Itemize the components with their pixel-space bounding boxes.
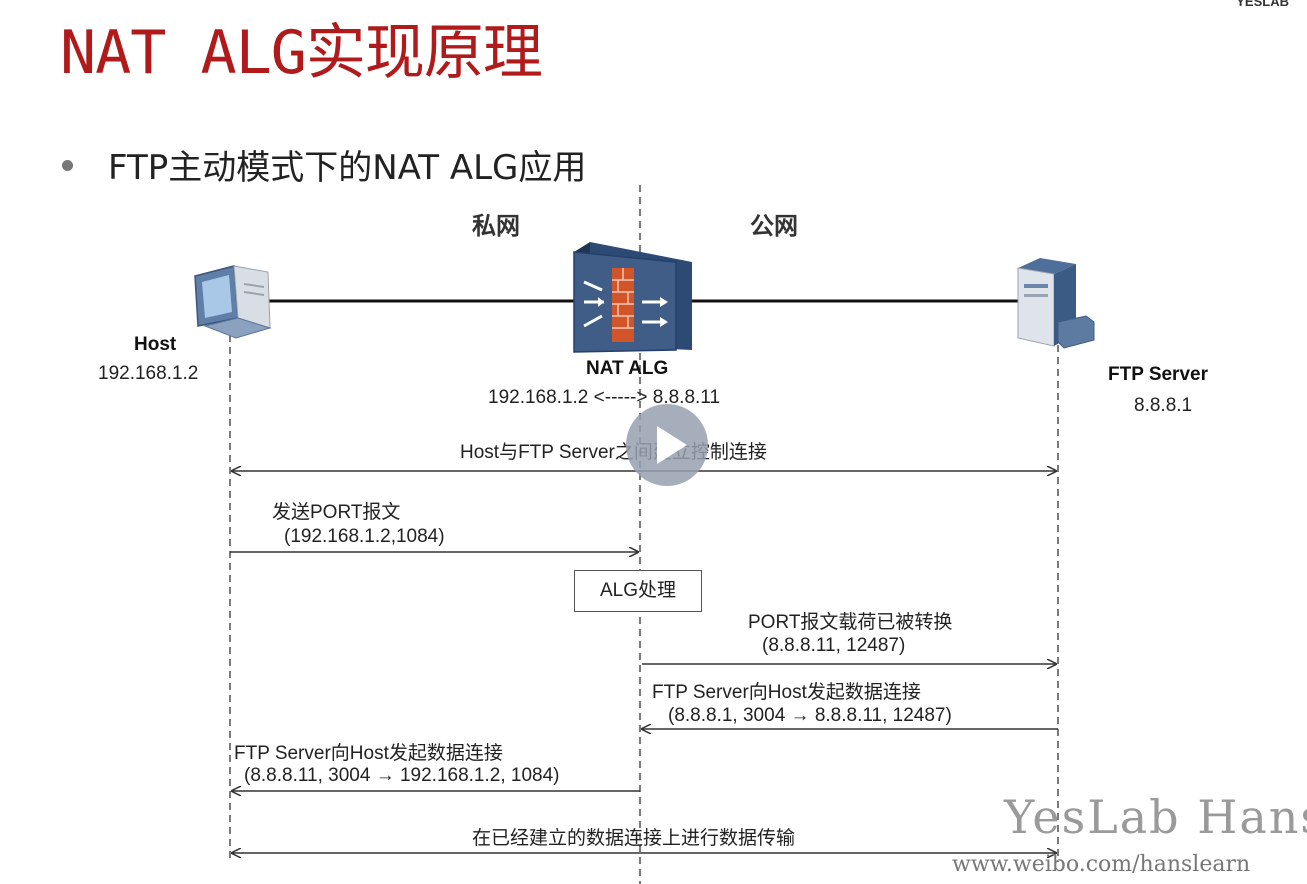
server-ip: 8.8.8.1	[1134, 395, 1193, 416]
label-port-send: 发送PORT报文	[272, 502, 401, 523]
page-title: NAT ALG实现原理	[60, 18, 543, 88]
alg-process-box: ALG处理	[574, 570, 702, 612]
zone-label-private: 私网	[472, 212, 520, 240]
server-name: FTP Server	[1108, 364, 1208, 385]
zone-label-public: 公网	[750, 212, 798, 240]
nat-ip-map: 192.168.1.2 <-----> 8.8.8.11	[488, 387, 721, 408]
label-control-connection: Host与FTP Server之间建立控制连接	[460, 442, 767, 463]
label-data-conn-1: FTP Server向Host发起数据连接	[652, 682, 921, 703]
label-port-translated-detail: (8.8.8.11, 12487)	[762, 635, 906, 656]
host-ip: 192.168.1.2	[98, 363, 199, 384]
label-port-translated: PORT报文载荷已被转换	[748, 612, 953, 633]
nat-name: NAT ALG	[586, 358, 669, 379]
bullet-text: FTP主动模式下的NAT ALG应用	[108, 148, 587, 188]
host-name: Host	[134, 334, 177, 355]
play-icon[interactable]	[626, 404, 708, 486]
watermark-url: www.weibo.com/hanslearn	[952, 852, 1251, 877]
computer-icon	[194, 265, 272, 339]
label-data-conn-1-detail: (8.8.8.1, 3004 → 8.8.8.11, 12487)	[668, 705, 952, 726]
bullet-icon	[62, 160, 73, 171]
label-data-transfer: 在已经建立的数据连接上进行数据传输	[472, 828, 796, 849]
label-port-send-detail: (192.168.1.2,1084)	[284, 526, 445, 547]
label-data-conn-2-detail: (8.8.8.11, 3004 → 192.168.1.2, 1084)	[244, 765, 560, 786]
server-icon	[1017, 258, 1095, 349]
watermark-name: YesLab Hans	[1004, 790, 1307, 844]
label-data-conn-2: FTP Server向Host发起数据连接	[234, 743, 503, 764]
firewall-icon	[573, 242, 692, 353]
brand-logo: YESLAB	[1236, 0, 1289, 9]
